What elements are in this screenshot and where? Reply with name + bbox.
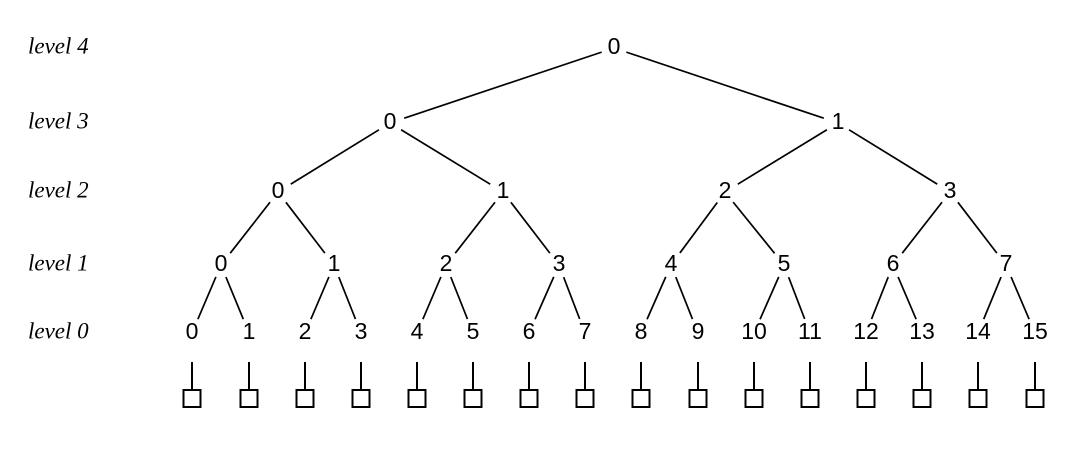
- tree-edge: [454, 201, 496, 254]
- tree-node-label: 0: [384, 108, 397, 134]
- tree-edge: [737, 129, 828, 185]
- tree-edge: [848, 129, 938, 185]
- leaf-box: [688, 389, 708, 408]
- tree-edge: [400, 129, 491, 185]
- tree-edge: [450, 276, 469, 320]
- leaf-boxes-group: [182, 389, 1045, 408]
- leaf-box: [912, 389, 932, 408]
- leaf-box: [182, 389, 202, 408]
- tree-edge: [626, 51, 825, 120]
- tree-edge: [675, 276, 694, 320]
- tree-edge: [646, 276, 667, 320]
- leaf-node-label: 4: [411, 318, 424, 344]
- leaf-node-label: 3: [355, 318, 368, 344]
- level-label-3: level 1: [28, 250, 89, 275]
- tree-edge: [957, 201, 998, 254]
- leaf-box: [239, 389, 259, 408]
- tree-edge: [1010, 276, 1030, 320]
- tree-node-label: 0: [272, 177, 285, 203]
- leaf-box: [463, 389, 483, 408]
- tree-edge: [229, 201, 271, 254]
- leaf-node-label: 15: [1022, 318, 1048, 344]
- leaf-box: [1025, 389, 1045, 408]
- leaf-box: [295, 389, 315, 408]
- leaf-node-label: 1: [243, 318, 256, 344]
- tree-edges-group: [197, 51, 1030, 320]
- leaf-node-label: 2: [299, 318, 312, 344]
- leaf-box: [968, 389, 988, 408]
- tree-edge: [732, 201, 776, 254]
- tree-node-label: 5: [778, 250, 791, 276]
- tree-node-label: 2: [719, 177, 732, 203]
- tree-node-label: 6: [887, 250, 900, 276]
- level-label-2: level 2: [28, 177, 89, 202]
- leaf-box: [631, 389, 651, 408]
- tree-node-label: 3: [944, 177, 957, 203]
- leaf-box: [856, 389, 876, 408]
- tree-edge: [403, 51, 602, 120]
- tree-edge: [870, 276, 889, 320]
- tree-edge: [310, 276, 330, 320]
- level-label-4: level 0: [28, 318, 89, 343]
- tree-node-label: 3: [553, 250, 566, 276]
- tree-edge: [759, 276, 780, 320]
- leaf-node-label: 11: [798, 318, 822, 344]
- tree-node-label: 4: [665, 250, 678, 276]
- leaf-box: [800, 389, 820, 408]
- leaf-box: [575, 389, 595, 408]
- leaf-node-label: 8: [635, 318, 648, 344]
- tree-edge: [901, 201, 943, 254]
- tree-edge: [285, 201, 326, 254]
- leaf-node-label: 9: [692, 318, 705, 344]
- tree-edge: [338, 276, 357, 320]
- tree-node-label: 1: [328, 250, 341, 276]
- leaf-node-label: 6: [523, 318, 536, 344]
- tree-node-label: 2: [440, 250, 453, 276]
- leaf-box: [744, 389, 764, 408]
- tree-node-label: 0: [608, 33, 621, 59]
- tree-node-label: 1: [832, 108, 845, 134]
- leaf-node-label: 13: [909, 318, 935, 344]
- leaf-node-label: 7: [579, 318, 592, 344]
- leaf-stems-group: [191, 362, 1036, 390]
- tree-edge: [679, 201, 718, 254]
- tree-node-label: 7: [1000, 250, 1013, 276]
- leaf-box: [519, 389, 539, 408]
- leaf-node-label: 14: [965, 318, 991, 344]
- tree-edge: [422, 276, 442, 320]
- leaf-node-label: 0: [186, 318, 199, 344]
- tree-edge: [562, 276, 581, 320]
- leaf-box: [351, 389, 371, 408]
- tree-edge: [290, 129, 380, 185]
- leaf-box: [407, 389, 427, 408]
- tree-edge: [510, 201, 551, 254]
- tree-edge: [197, 276, 217, 320]
- tree-edge: [982, 276, 1002, 320]
- tree-edge: [534, 276, 555, 320]
- level-label-0: level 4: [28, 33, 89, 58]
- tree-edge: [897, 276, 917, 320]
- tree-edge: [787, 276, 806, 320]
- tree-node-label: 0: [215, 250, 228, 276]
- level-label-1: level 3: [28, 108, 89, 133]
- level-labels-group: level 4 level 3 level 2 level 1 level 0: [28, 33, 89, 343]
- tree-edge: [225, 276, 245, 320]
- leaf-node-label: 12: [853, 318, 879, 344]
- leaf-node-label: 10: [741, 318, 767, 344]
- leaf-node-label: 5: [467, 318, 480, 344]
- tree-node-label: 1: [497, 177, 510, 203]
